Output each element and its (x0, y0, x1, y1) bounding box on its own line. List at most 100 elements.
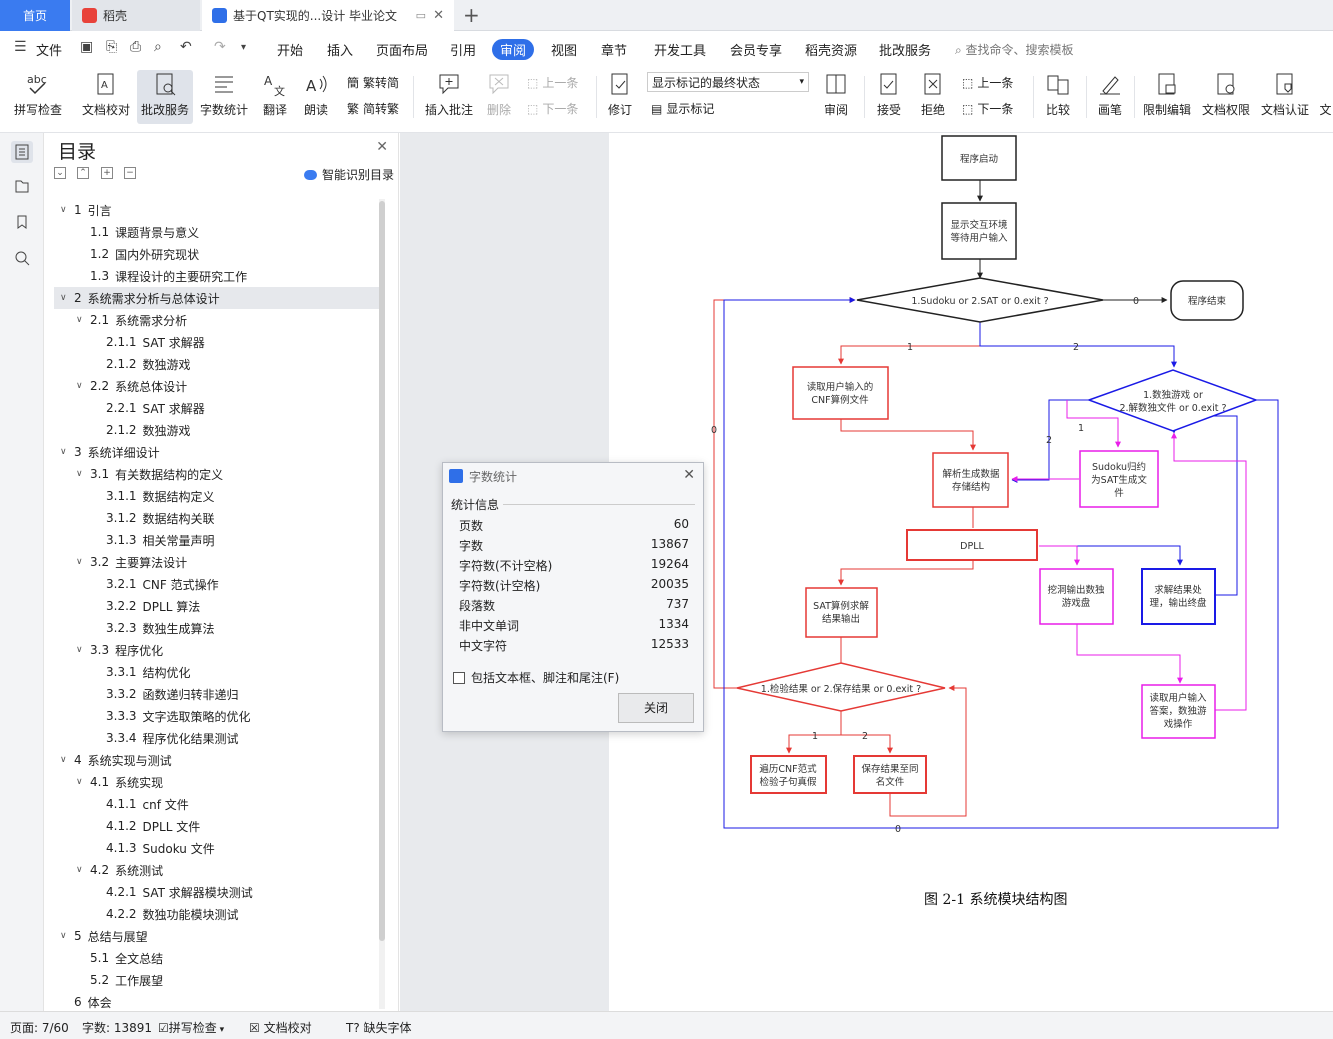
quick-access-more-icon[interactable]: ▾ (241, 42, 247, 53)
bookmark-icon[interactable] (11, 211, 33, 233)
include-textbox-checkbox[interactable]: 包括文本框、脚注和尾注(F) (453, 669, 619, 686)
menu-view[interactable]: 视图 (551, 44, 578, 59)
chevron-down-icon[interactable]: ∨ (60, 293, 67, 303)
toc-icon[interactable] (11, 141, 33, 163)
add-item-icon[interactable]: + (101, 167, 113, 179)
print-icon[interactable]: ⎙ (130, 39, 142, 55)
doc-certify-button[interactable]: 文档认证 (1260, 70, 1310, 118)
menu-member[interactable]: 会员专享 (730, 44, 783, 59)
chevron-down-icon[interactable]: ∨ (60, 931, 67, 941)
checkbox-box[interactable] (453, 671, 465, 684)
close-icon[interactable]: ✕ (683, 467, 695, 483)
dialog-titlebar[interactable]: 字数统计 (443, 463, 703, 489)
chevron-down-icon[interactable]: ∨ (76, 865, 83, 875)
chevron-down-icon[interactable]: ∨ (76, 777, 83, 787)
expand-all-icon[interactable]: ⌃ (77, 167, 89, 179)
prev-change-button[interactable]: ⬚上一条 (962, 74, 1013, 91)
pen-button[interactable]: 画笔 (1094, 70, 1126, 118)
chevron-down-icon[interactable]: ∨ (76, 315, 83, 325)
spell-check-button[interactable]: abc 拼写检查 (10, 70, 66, 118)
trad-to-simp-button[interactable]: 簡繁转简 (347, 74, 399, 91)
smart-toc-button[interactable]: 智能识别目录 (304, 166, 394, 183)
chevron-down-icon[interactable]: ∨ (76, 469, 83, 479)
menu-reference[interactable]: 引用 (450, 44, 477, 59)
command-search[interactable]: ⌕ 查找命令、搜索模板 (955, 41, 1074, 58)
preview-icon[interactable]: ⌕ (154, 39, 162, 55)
next-change-button[interactable]: ⬚下一条 (962, 100, 1013, 117)
close-button[interactable]: 关闭 (618, 693, 694, 723)
redo-icon[interactable]: ↷ (214, 39, 226, 55)
review-pane-button[interactable]: 审阅 (818, 70, 854, 118)
menu-daoke-resource[interactable]: 稻壳资源 (805, 44, 858, 59)
chapter-nav-icon[interactable] (11, 175, 33, 197)
simp-to-trad-button[interactable]: 繁简转繁 (347, 100, 399, 117)
word-count-indicator[interactable]: 字数: 13891 (82, 1021, 153, 1035)
tab-daoke[interactable]: 稻壳 (72, 0, 200, 31)
markup-state-select[interactable]: 显示标记的最终状态▾ (647, 72, 809, 92)
chevron-down-icon[interactable]: ∨ (76, 645, 83, 655)
delete-comment-button[interactable]: 删除 (480, 70, 518, 118)
status-missing-font[interactable]: T? 缺失字体 (346, 1019, 412, 1036)
menu-layout[interactable]: 页面布局 (376, 44, 429, 59)
show-markup-button[interactable]: ▤显示标记 (651, 100, 714, 117)
menu-insert[interactable]: 插入 (327, 44, 354, 59)
track-changes-button[interactable]: 修订 (602, 70, 638, 118)
page-indicator[interactable]: 页面: 7/60 (10, 1021, 69, 1035)
close-icon[interactable]: ✕ (376, 139, 388, 155)
read-aloud-button[interactable]: A 朗读 (300, 70, 332, 118)
remove-item-icon[interactable]: − (124, 167, 136, 179)
menu-start[interactable]: 开始 (277, 44, 304, 59)
prev-comment-button[interactable]: ⬚上一条 (527, 74, 578, 91)
menu-correction[interactable]: 批改服务 (879, 44, 932, 59)
tab-pin-icon[interactable]: ▭ (415, 9, 426, 22)
reject-button[interactable]: 拒绝 (915, 70, 951, 118)
compare-button[interactable]: 比较 (1040, 70, 1076, 118)
tab-document[interactable]: 基于QT实现的...设计 毕业论文 ▭ ✕ (202, 0, 454, 31)
doc-permission-button[interactable]: 文档权限 (1201, 70, 1251, 118)
tab-home[interactable]: 首页 (0, 0, 70, 31)
new-tab-icon[interactable]: + (463, 3, 480, 27)
chevron-down-icon[interactable]: ∨ (60, 447, 67, 457)
export-icon[interactable]: ⎘ (106, 39, 118, 55)
undo-icon[interactable]: ↶ (180, 39, 192, 55)
status-proofread[interactable]: ☒ 文档校对 (249, 1019, 312, 1036)
menu-review[interactable]: 审阅 (492, 39, 535, 60)
save-icon[interactable]: ▣ (80, 39, 94, 55)
restrict-editing-button[interactable]: 限制编辑 (1142, 70, 1192, 118)
accept-button[interactable]: 接受 (871, 70, 907, 118)
toc-scrollbar-thumb[interactable] (379, 201, 385, 941)
search-icon[interactable] (11, 247, 33, 269)
status-spell-check[interactable]: ☑拼写检查 ▾ (158, 1019, 224, 1036)
word-count-button[interactable]: 字数统计 (198, 70, 250, 118)
